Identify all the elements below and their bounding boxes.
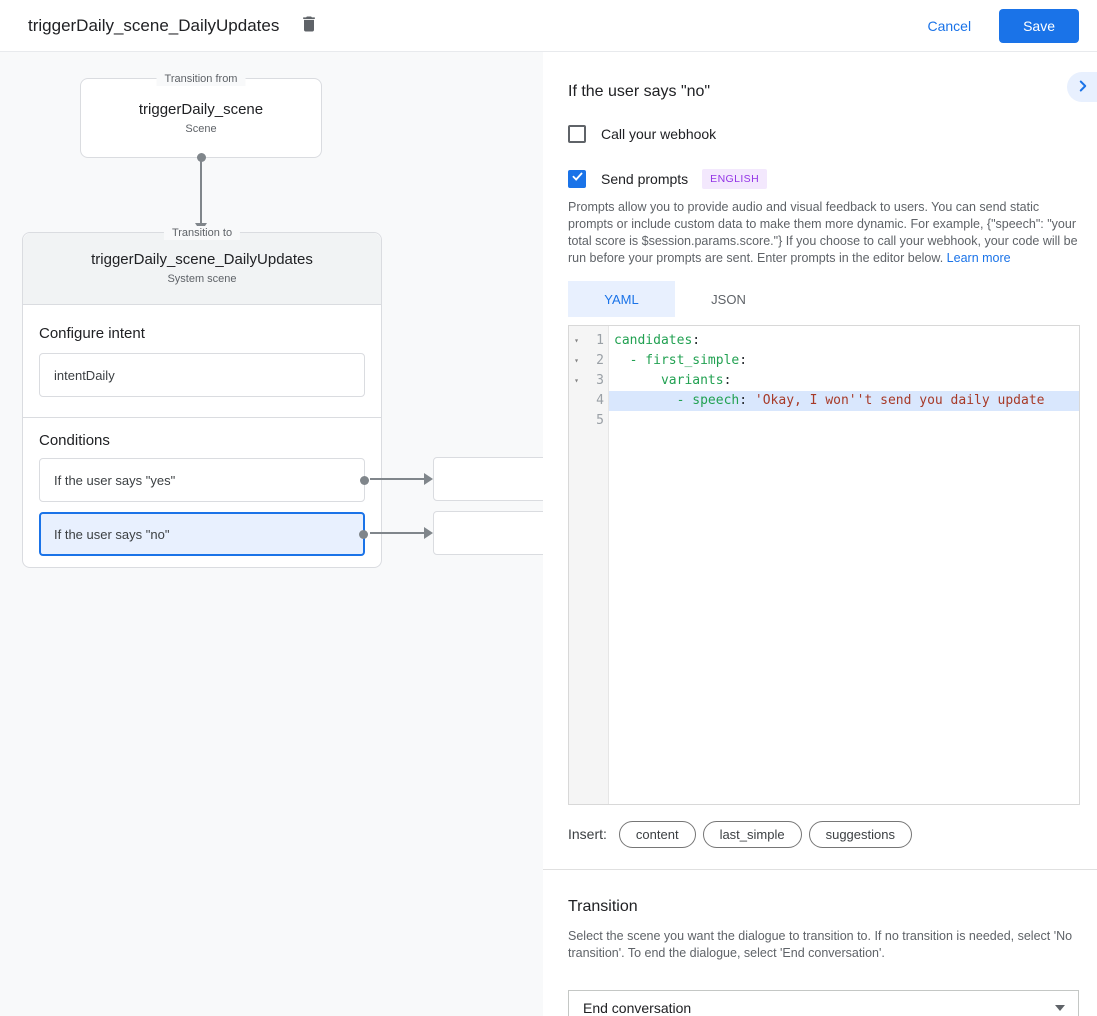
condition-label: If the user says "yes" — [54, 472, 176, 488]
transition-description: Select the scene you want the dialogue t… — [568, 929, 1073, 960]
conditions-heading: Conditions — [39, 432, 110, 449]
intent-field[interactable]: intentDaily — [39, 353, 365, 397]
handler-node-no[interactable] — [433, 511, 543, 555]
check-icon — [571, 170, 584, 188]
insert-pill-suggestions[interactable]: suggestions — [808, 820, 912, 848]
connector-dot — [359, 529, 368, 539]
prompts-description-text: Prompts allow you to provide audio and v… — [568, 200, 1078, 265]
code-token: : — [723, 373, 732, 388]
flow-canvas: Transition from triggerDaily_scene Scene… — [0, 52, 543, 1016]
flow-arrow-line — [370, 478, 424, 480]
code-text[interactable]: candidates: — [609, 331, 1079, 351]
condition-item-no[interactable]: If the user says "no" — [39, 512, 368, 556]
code-line: ▾ 2 - first_simple: — [569, 351, 1079, 371]
send-prompts-label: Send prompts — [601, 171, 689, 187]
section-divider — [543, 869, 1097, 870]
code-text[interactable]: - speech: 'Okay, I won''t send you daily… — [609, 391, 1079, 411]
send-prompts-row: Send prompts ENGLISH — [568, 169, 1080, 189]
code-text[interactable] — [609, 411, 1079, 431]
send-prompts-checkbox[interactable] — [568, 170, 586, 188]
transition-to-node[interactable]: Transition to triggerDaily_scene_DailyUp… — [22, 226, 382, 568]
fold-arrow-icon[interactable]: ▾ — [574, 336, 579, 345]
code-gutter — [569, 326, 609, 804]
connector-dot — [197, 153, 206, 162]
insert-row: Insert: content last_simple suggestions — [568, 820, 1080, 848]
condition-item-yes[interactable]: If the user says "yes" — [39, 458, 369, 502]
tab-yaml[interactable]: YAML — [568, 281, 675, 317]
line-number: 1 — [596, 333, 604, 348]
webhook-row: Call your webhook — [568, 124, 1080, 144]
panel-title: If the user says "no" — [568, 83, 711, 100]
delete-button[interactable] — [299, 14, 319, 37]
node-subtitle: Scene — [185, 123, 217, 135]
caret-down-icon — [1055, 1005, 1065, 1011]
transition-select-value: End conversation — [583, 1000, 692, 1016]
arrow-right-icon — [424, 527, 433, 539]
webhook-checkbox[interactable] — [568, 125, 586, 143]
code-line: ▾ 3 variants: — [569, 371, 1079, 391]
code-line: 5 — [569, 411, 1079, 431]
code-token: variants — [614, 373, 724, 388]
section-divider — [23, 417, 381, 418]
header: triggerDaily_scene_DailyUpdates Cancel S… — [0, 0, 1097, 52]
code-token: - speech — [614, 393, 740, 408]
line-number: 2 — [596, 353, 604, 368]
node-subtitle: System scene — [167, 273, 237, 285]
line-number: 4 — [596, 393, 604, 408]
save-button[interactable]: Save — [999, 8, 1079, 43]
cancel-button[interactable]: Cancel — [917, 10, 981, 42]
node-header: triggerDaily_scene_DailyUpdates System s… — [23, 233, 381, 305]
webhook-label: Call your webhook — [601, 126, 717, 142]
code-line: 4 - speech: 'Okay, I won''t send you dai… — [569, 391, 1079, 411]
condition-editor-panel: If the user says "no" Call your webhook … — [543, 52, 1097, 1016]
code-token: - first_simple — [614, 353, 740, 368]
line-number: 3 — [596, 373, 604, 388]
editor-format-tabs: YAML JSON — [568, 281, 1080, 317]
connector-dot — [360, 475, 369, 485]
node-title: triggerDaily_scene_DailyUpdates — [91, 251, 313, 268]
configure-intent-heading: Configure intent — [39, 325, 145, 342]
line-number: 5 — [596, 413, 604, 428]
language-badge: ENGLISH — [702, 169, 768, 189]
transition-heading: Transition — [568, 898, 638, 915]
transition-from-node[interactable]: Transition from triggerDaily_scene Scene — [80, 72, 322, 158]
arrow-right-icon — [424, 473, 433, 485]
code-line: ▾ 1 candidates: — [569, 331, 1079, 351]
learn-more-link[interactable]: Learn more — [946, 251, 1011, 265]
node-title: triggerDaily_scene — [138, 101, 264, 118]
fold-arrow-icon[interactable]: ▾ — [574, 376, 579, 385]
code-lines: ▾ 1 candidates: ▾ 2 - first_simple: ▾ 3 varian… — [569, 326, 1079, 431]
flow-arrow-line — [370, 532, 424, 534]
handler-node-yes[interactable] — [433, 457, 543, 501]
code-text[interactable]: - first_simple: — [609, 351, 1079, 371]
collapse-panel-button[interactable] — [1067, 72, 1097, 102]
flow-arrow-line — [200, 158, 202, 224]
fold-arrow-icon[interactable]: ▾ — [574, 356, 579, 365]
code-text[interactable]: variants: — [609, 371, 1079, 391]
tab-json[interactable]: JSON — [675, 281, 782, 317]
code-token: : — [739, 353, 748, 368]
node-body: Configure intent intentDaily Conditions … — [23, 325, 381, 556]
page-title: triggerDaily_scene_DailyUpdates — [28, 15, 280, 35]
code-editor[interactable]: ▾ 1 candidates: ▾ 2 - first_simple: ▾ 3 varian… — [568, 325, 1080, 805]
insert-label: Insert: — [568, 826, 607, 842]
node-legend: Transition from — [156, 72, 246, 86]
chevron-right-icon — [1074, 77, 1092, 98]
fold-gutter — [569, 391, 584, 411]
node-legend: Transition to — [163, 226, 241, 240]
code-token: candidates — [614, 333, 693, 348]
insert-pill-last-simple[interactable]: last_simple — [702, 820, 802, 848]
code-token: : — [692, 333, 701, 348]
insert-pill-content[interactable]: content — [618, 820, 696, 848]
fold-gutter — [569, 411, 584, 431]
prompts-description: Prompts allow you to provide audio and v… — [568, 199, 1085, 267]
code-token: 'Okay, I won''t send you daily update — [754, 393, 1045, 408]
trash-icon — [299, 14, 319, 37]
code-token: : — [739, 393, 755, 408]
condition-label: If the user says "no" — [54, 526, 170, 542]
transition-select[interactable]: End conversation — [568, 990, 1079, 1016]
